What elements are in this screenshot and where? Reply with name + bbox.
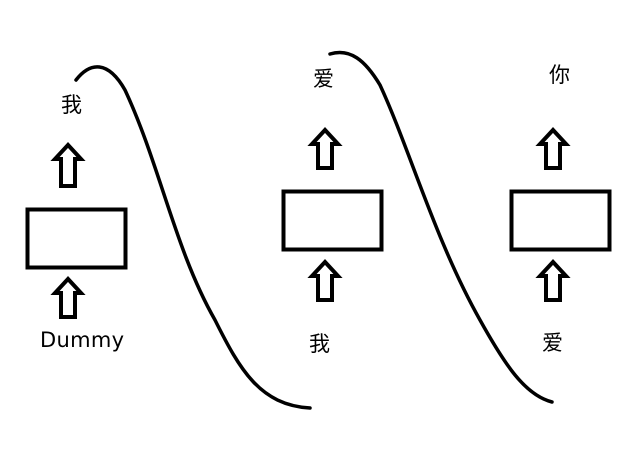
step-1-input-arrow-icon	[50, 276, 86, 319]
step-2-input-arrow-icon	[307, 259, 343, 302]
step-2-output-label: 爱	[313, 67, 334, 91]
step-3-output-arrow-icon	[535, 127, 571, 170]
step-3-box	[509, 189, 612, 252]
connector-curve-1	[74, 65, 312, 410]
step-2-output-arrow-icon	[307, 127, 343, 170]
step-3-input-arrow-icon	[535, 259, 571, 302]
step-2	[281, 127, 384, 302]
step-1-input-label: Dummy	[40, 328, 125, 352]
step-2-input-label: 我	[309, 332, 330, 356]
step-1-box	[25, 207, 128, 270]
connector-curve-2	[328, 50, 554, 404]
step-1-output-label: 我	[61, 93, 82, 117]
step-3-output-label: 你	[549, 63, 570, 87]
step-3-input-label: 爱	[542, 331, 563, 355]
step-1-output-arrow-icon	[50, 142, 86, 188]
step-3	[509, 127, 612, 302]
step-1	[25, 142, 128, 319]
step-2-box	[281, 189, 384, 252]
